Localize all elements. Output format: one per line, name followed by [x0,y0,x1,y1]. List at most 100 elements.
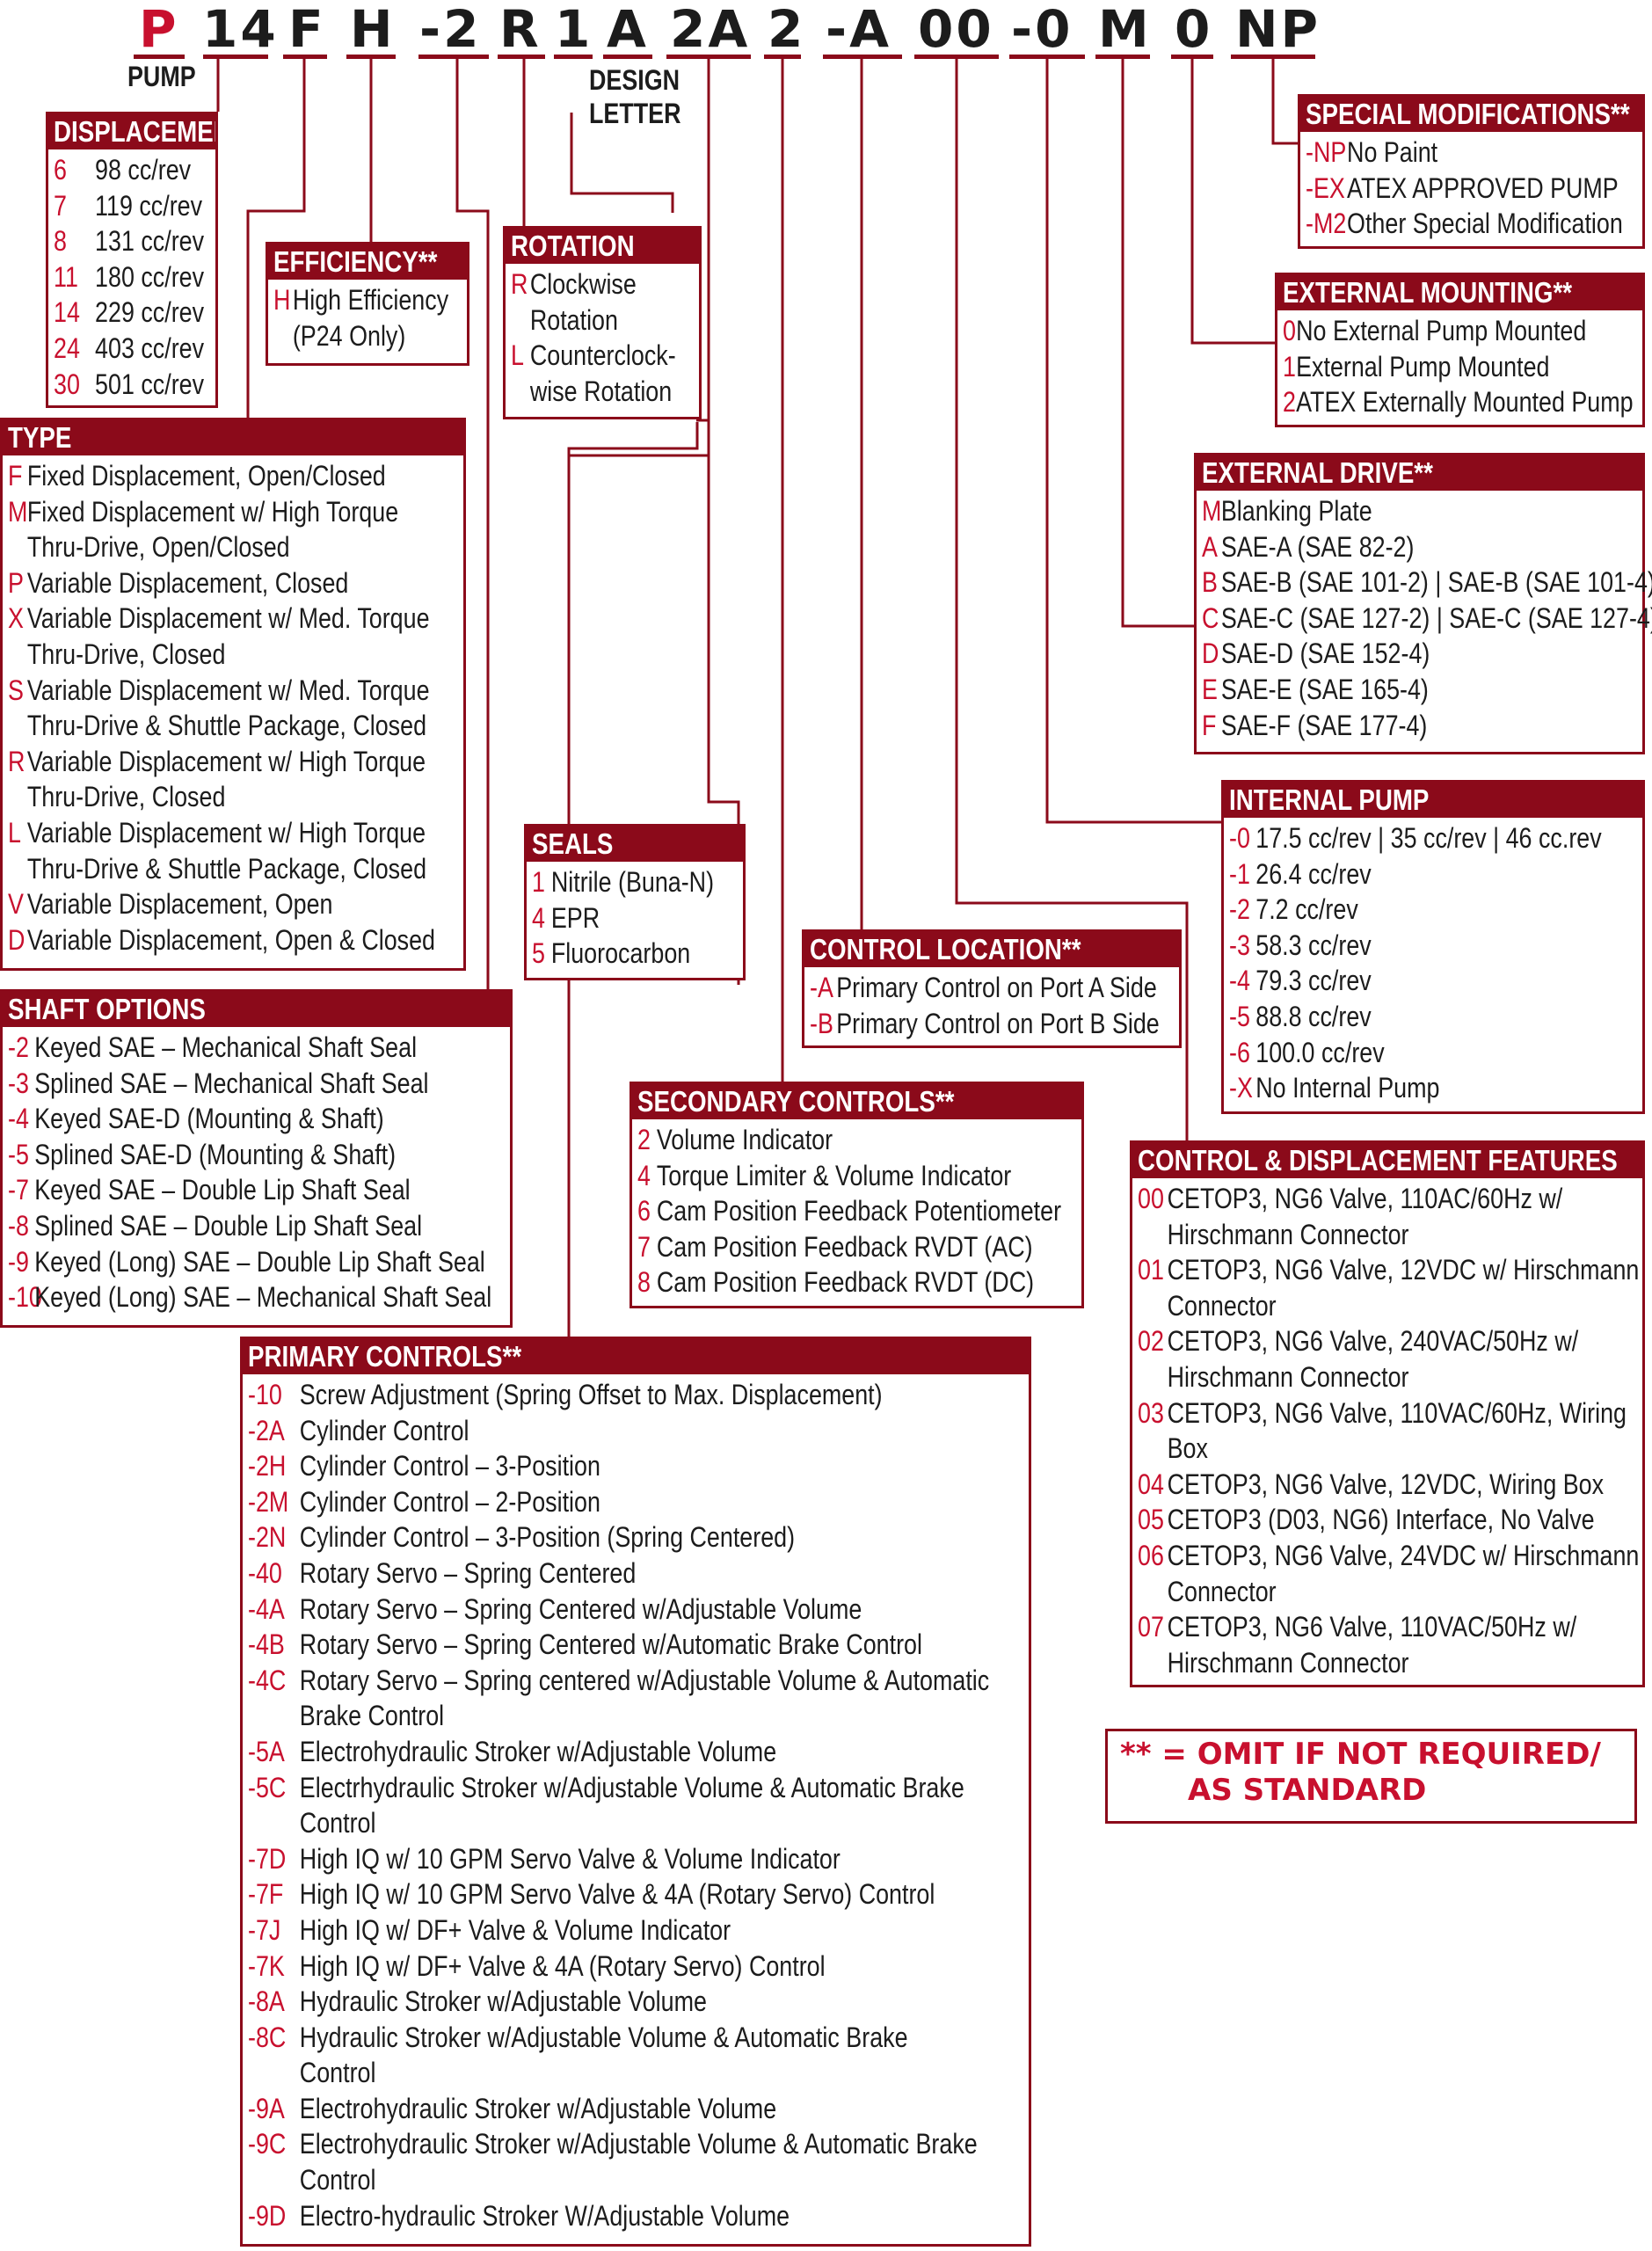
option-code [248,2162,300,2198]
option-code: -X [1229,1072,1253,1104]
option-code: 8 [54,225,67,258]
option-description: (P24 Only) [292,319,406,352]
option-code [1138,1431,1168,1467]
option-code: 1 [532,866,545,898]
option-description: Cylinder Control – 3-Position (Spring Ce… [299,1521,796,1554]
option-description: Variable Displacement w/ Med. Torque [26,602,430,635]
option-description: Electro-hydraulic Stroker W/Adjustable V… [299,2199,790,2232]
option-description: Cylinder Control – 3-Position [299,1450,600,1482]
option-description: 180 cc/rev [95,260,205,293]
option-code: -10 [8,1281,42,1314]
option-code: V [8,888,24,921]
option-code: H [273,284,291,316]
option-description: Volume Indicator [656,1124,833,1155]
option-description: Other Special Modification [1347,208,1623,240]
option-code: -2H [248,1450,287,1482]
code-segment-secondary: 2 [768,0,806,59]
option-code: -5 [1229,1000,1250,1032]
option-code: F [1202,709,1217,741]
type-title: TYPE [3,420,463,455]
option-code [8,637,27,673]
code-underline [666,55,751,59]
option-code: 5 [532,937,545,970]
code-underline [418,55,489,59]
option-code: -7J [248,1913,281,1946]
option-description: 26.4 cc/rev [1255,857,1372,890]
option-code: P [8,566,24,599]
option-description: Hirschmann Connector [1167,1360,1409,1393]
option-description: Rotary Servo – Spring Centered w/Adjusta… [299,1592,862,1625]
option-row: Connector [1138,1574,1642,1610]
option-row: 11 180 cc/rev [54,259,215,295]
option-code: L [511,339,524,372]
option-description: 119 cc/rev [95,189,203,222]
code-segment-seals: 2A [670,0,751,59]
option-description: Cylinder Control [299,1414,469,1446]
option-description: Thru-Drive, Closed [26,637,226,670]
option-code: M [8,495,28,528]
option-code: -3 [1229,929,1250,961]
option-description: Cylinder Control – 2-Position [299,1485,600,1518]
option-description: Blanking Plate [1220,495,1372,527]
option-code: 30 [54,368,80,400]
option-row: Thru-Drive & Shuttle Package, Closed [8,851,463,887]
code-underline [1171,55,1213,59]
option-code: -8 [8,1209,29,1242]
option-code: -7 [8,1174,29,1206]
code-underline [554,55,593,59]
option-description: Rotary Servo – Spring Centered w/Automat… [299,1628,922,1661]
code-underline [823,55,902,59]
option-description: CETOP3, NG6 Valve, 12VDC w/ Hirschmann [1167,1254,1640,1286]
code-segment-special-mod: NP [1235,0,1321,59]
code-segment-primary-control: A [607,0,649,59]
option-description: Brake Control [299,1700,445,1732]
option-code: X [8,602,24,635]
option-row: (P24 Only) [273,318,467,354]
option-description: Keyed (Long) SAE – Mechanical Shaft Seal [34,1281,492,1314]
option-code: 11 [54,260,78,293]
option-code: -M2 [1306,208,1347,240]
option-code: C [1202,601,1219,634]
option-description: 403 cc/rev [95,331,205,364]
option-code: 04 [1138,1468,1164,1500]
option-description: High IQ w/ 10 GPM Servo Valve & 4A (Rota… [299,1878,935,1911]
external-drive-title: EXTERNAL DRIVE** [1197,455,1642,491]
option-code: -A [810,972,833,1003]
option-description: Hydraulic Stroker w/Adjustable Volume [299,1985,707,2018]
option-description: No External Pump Mounted [1296,315,1587,346]
option-code: 06 [1138,1539,1164,1571]
option-code: -2 [1229,893,1250,926]
option-description: SAE-C (SAE 127-2) | SAE-C (SAE 127-4) [1220,601,1652,634]
